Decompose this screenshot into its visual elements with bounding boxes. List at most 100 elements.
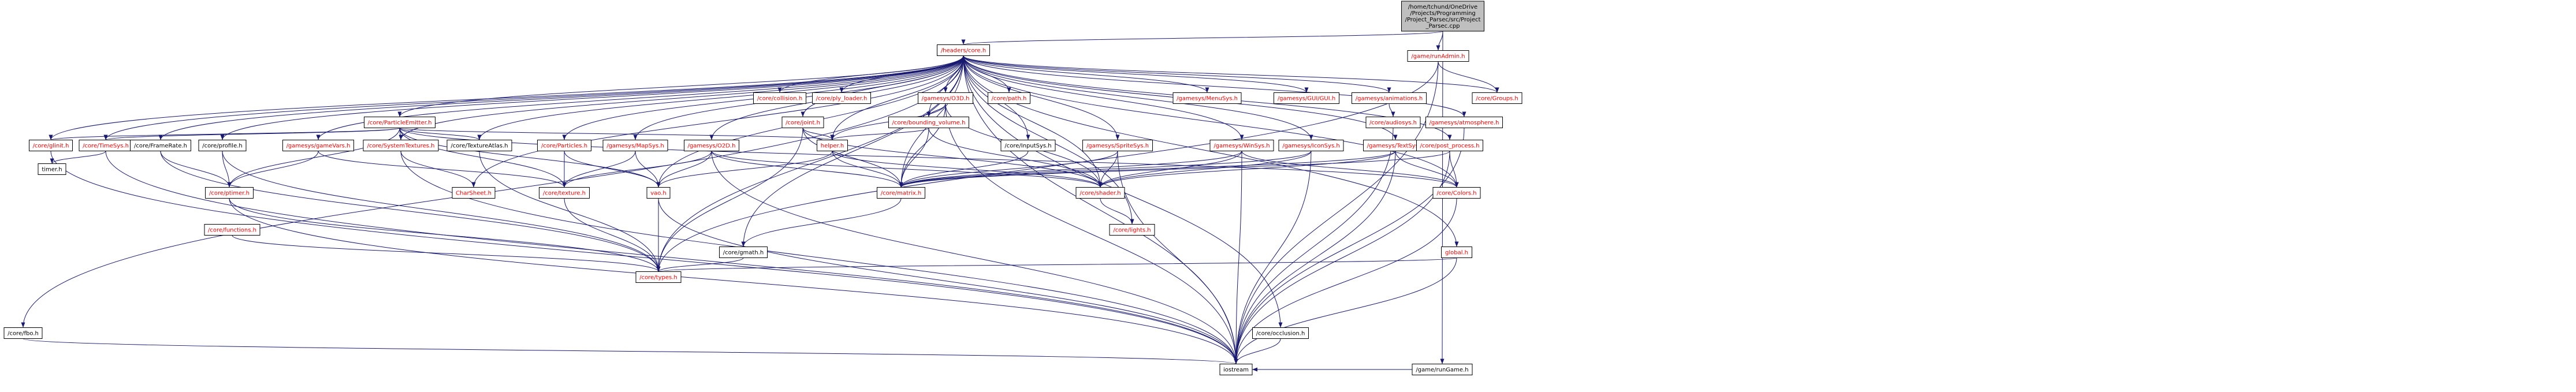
edge-core-to-joint [801,55,964,117]
node-textureAtlas[interactable]: /core/TextureAtlas.h [446,140,512,151]
node-systemTextures[interactable]: /core/SystemTextures.h [363,140,439,151]
edge-core-to-atmosphere [963,55,1466,117]
node-box [888,117,969,128]
node-label: vao.h [650,191,667,197]
edge-core-to-helper [830,55,964,140]
node-glinit[interactable]: /core/glinit.h [29,140,73,151]
node-inputSys[interactable]: /core/InputSys.h [1000,140,1056,151]
node-plyLoader[interactable]: /core/ply_loader.h [812,92,871,104]
edge-timesys-to-timer [50,151,106,164]
node-label: _Parsec.cpp [1425,23,1460,29]
node-vao[interactable]: vao.h [646,187,671,199]
node-joint[interactable]: /core/joint.h [781,117,824,128]
node-textSys[interactable]: /gamesys/TextSys.h [1363,140,1428,151]
node-box [1109,224,1155,236]
edge-coreTexture-to-types [564,198,661,272]
edge-o3d-to-iostream [945,103,1238,364]
node-particleEmitter[interactable]: /core/ParticleEmitter.h [364,117,435,128]
edge-textSys-to-colors [1395,151,1459,188]
edge-core-to-plyLoader [839,55,964,93]
node-mapSys[interactable]: /gamesys/MapSys.h [602,140,668,151]
node-label: /core/texture.h [543,191,586,197]
edge-o2d-to-coreTexture [562,151,712,188]
node-timesys[interactable]: /core/TimeSys.h [79,140,133,151]
edge-atmosphere-to-iostream [1234,128,1465,364]
node-timer[interactable]: timer.h [38,163,66,175]
edge-occlusion-to-iostream [1234,338,1281,364]
edge-winSys-to-iostream [1234,151,1242,364]
node-box [719,247,768,258]
node-fbo[interactable]: /core/fbo.h [3,327,43,339]
edge-core-to-particleEmitter [397,55,964,117]
node-root[interactable]: /home/tchund/OneDrive/Projects/Programmi… [1401,1,1484,32]
node-ptimer[interactable]: /core/ptimer.h [205,187,254,199]
node-label: /Project_Parsec/src/Project [1405,17,1481,23]
node-box [1274,92,1339,104]
node-colors[interactable]: /core/Colors.h [1432,187,1481,199]
node-profile[interactable]: /core/profile.h [198,140,247,151]
edge-root-to-core [962,31,1443,45]
node-coreTexture[interactable]: /core/texture.h [539,187,590,199]
node-collision[interactable]: /core/collision.h [753,92,806,104]
edge-core-to-boundingVolume [926,55,964,117]
edge-core-to-profile [220,55,964,140]
node-iconSys[interactable]: /gamesys/IconSys.h [1278,140,1344,151]
edge-joint-to-shader [802,128,1103,188]
node-gmath[interactable]: /core/gmath.h [719,247,768,258]
node-runAdmin[interactable]: /game/runAdmin.h [1407,50,1469,62]
edge-winSys-to-colors [1241,151,1459,188]
node-label: iostream [1223,367,1249,374]
node-runGame[interactable]: /game/runGame.h [1412,364,1473,375]
node-lights[interactable]: /core/lights.h [1109,224,1155,236]
node-o3d[interactable]: /gamesys/O3D.h [918,92,973,104]
node-occlusion[interactable]: /core/occlusion.h [1252,327,1309,339]
node-boundingVolume[interactable]: /core/bounding_volume.h [888,117,969,128]
node-core[interactable]: /headers/core.h [937,44,990,56]
node-functions[interactable]: /core/functions.h [204,224,260,236]
node-charSheet[interactable]: CharSheet.h [452,187,496,199]
node-label: CharSheet.h [456,191,492,197]
node-iostream[interactable]: iostream [1219,364,1253,375]
node-helper[interactable]: helper.h [817,140,848,151]
node-box [602,140,668,151]
edge-profile-to-types [222,151,661,272]
node-label: /core/Colors.h [1436,191,1476,197]
node-groups[interactable]: /core/Groups.h [1472,92,1522,104]
node-menuSys[interactable]: /gamesys/MenuSys.h [1172,92,1242,104]
node-o2d[interactable]: /gamesys/O2D.h [684,140,739,151]
edge-global-to-types [657,257,1457,272]
node-types[interactable]: /core/types.h [635,271,682,283]
node-label: /core/lights.h [1113,227,1151,234]
node-framerate[interactable]: /core/FrameRate.h [130,140,191,151]
node-animations[interactable]: /gamesys/animations.h [1352,92,1427,104]
node-label: /home/tchund/OneDrive [1408,4,1477,10]
edge-fbo-to-iostream [23,338,1238,364]
node-box [452,187,496,199]
node-spriteSys[interactable]: /gamesys/SpriteSys.h [1082,140,1153,151]
node-audiosys[interactable]: /core/audiosys.h [1365,117,1421,128]
node-matrix[interactable]: /core/matrix.h [877,187,925,199]
node-label: /core/shader.h [1079,191,1121,197]
node-box [205,187,254,199]
node-winSys[interactable]: /gamesys/WinSys.h [1209,140,1274,151]
node-box [204,224,260,236]
edge-core-to-groups [963,55,1499,93]
edge-core-to-textureAtlas [477,55,964,140]
edge-particleEmitter-to-glinit [49,128,400,140]
node-label: /gamesys/gameVars.h [286,143,351,150]
edge-o2d-to-matrix [711,151,903,188]
edge-framerate-to-types [160,151,661,272]
node-box [1425,117,1503,128]
node-shader[interactable]: /core/shader.h [1075,187,1125,199]
node-box [198,140,247,151]
node-particles[interactable]: /core/Particles.h [537,140,591,151]
edge-matrix-to-gmath [741,198,902,247]
node-gameVars[interactable]: /gamesys/gameVars.h [282,140,354,151]
node-atmosphere[interactable]: /gamesys/atmosphere.h [1425,117,1503,128]
node-path[interactable]: /core/path.h [988,92,1030,104]
node-global[interactable]: global.h [1441,247,1472,258]
node-guiGui[interactable]: /gamesys/GUI/GUI.h [1274,92,1339,104]
node-box [282,140,354,151]
node-postProcess[interactable]: /core/post_process.h [1416,140,1483,151]
node-label: global.h [1445,250,1468,256]
